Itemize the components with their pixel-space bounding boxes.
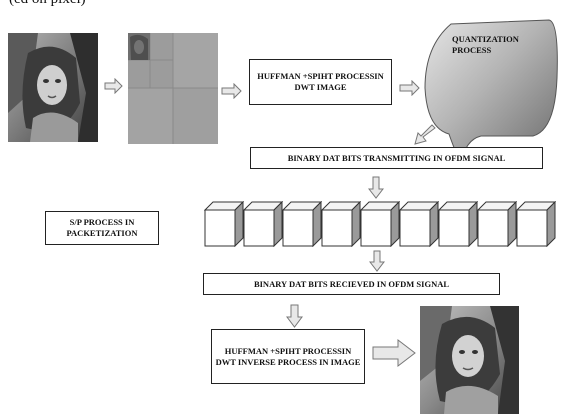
down-arrow-3 xyxy=(286,304,303,328)
sp-process-box: S/P PROCESS IN PACKETIZATION xyxy=(45,211,159,245)
packet-cube xyxy=(477,201,517,247)
huffman-spiht-process-box: HUFFMAN +SPIHT PROCESSIN DWT IMAGE xyxy=(249,59,392,105)
huffman-spiht-process-label: HUFFMAN +SPIHT PROCESSIN DWT IMAGE xyxy=(257,71,384,92)
huffman-inverse-box: HUFFMAN +SPIHT PROCESSIN DWT INVERSE PRO… xyxy=(211,329,365,384)
input-portrait-image xyxy=(8,33,98,142)
transmitting-box: BINARY DAT BITS TRANSMITTING IN OFDM SIG… xyxy=(250,147,543,169)
packet-cube xyxy=(360,201,400,247)
quantization-process-label: QUANTIZATION PROCESS xyxy=(452,34,519,55)
top-cropped-text: (ed on pixel) xyxy=(0,0,110,22)
reconstructed-portrait-image xyxy=(420,306,519,414)
flow-arrow-2 xyxy=(221,83,242,99)
packet-cube xyxy=(204,201,244,247)
packet-cube xyxy=(282,201,322,247)
down-arrow-2 xyxy=(369,250,385,272)
packet-row xyxy=(204,201,562,251)
huffman-inverse-label: HUFFMAN +SPIHT PROCESSIN DWT INVERSE PRO… xyxy=(215,345,361,367)
transmitting-label: BINARY DAT BITS TRANSMITTING IN OFDM SIG… xyxy=(287,152,506,163)
received-label: BINARY DAT BITS RECIEVED IN OFDM SIGNAL xyxy=(253,278,450,289)
packet-cube xyxy=(321,201,361,247)
received-box: BINARY DAT BITS RECIEVED IN OFDM SIGNAL xyxy=(203,273,500,295)
packet-cube xyxy=(516,201,556,247)
top-cropped-text-label: (ed on pixel) xyxy=(9,0,86,8)
down-arrow-1 xyxy=(368,176,384,199)
flow-arrow-1 xyxy=(104,78,123,94)
flow-arrow-diagonal xyxy=(414,124,436,145)
flow-arrow-3 xyxy=(399,80,420,96)
packet-cube xyxy=(399,201,439,247)
packet-cube xyxy=(438,201,478,247)
packet-cube xyxy=(243,201,283,247)
dwt-decomposed-image xyxy=(128,33,218,144)
output-arrow xyxy=(372,338,416,368)
sp-process-label: S/P PROCESS IN PACKETIZATION xyxy=(66,217,138,238)
